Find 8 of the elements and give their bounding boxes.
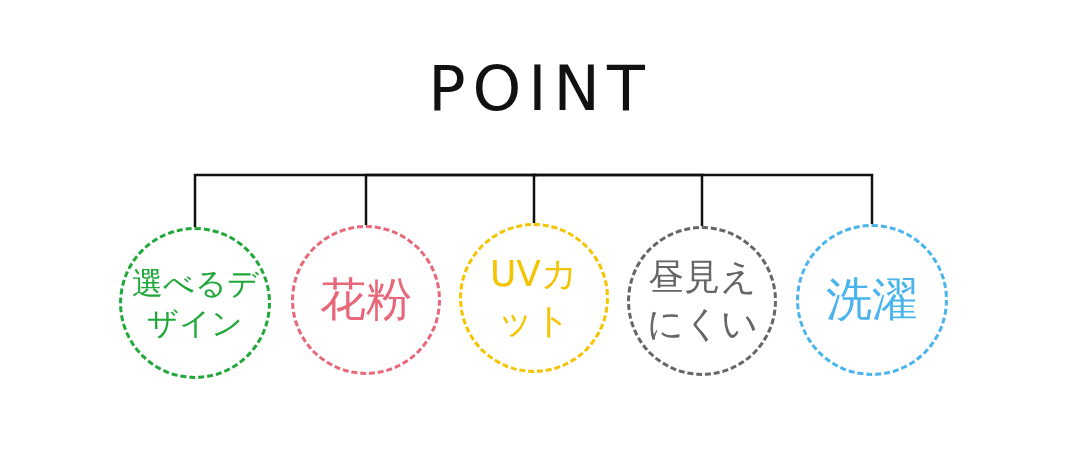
connector-line [532,173,537,223]
circle-label: 選べるデザイン [131,263,259,343]
circle-label: 昼見えにくい [645,255,759,346]
title: POINT [428,58,652,120]
connector-line [537,173,874,224]
circle-label: UVカット [489,252,579,343]
circle-label: 洗濯 [825,271,919,329]
circle-label: 花粉 [319,271,413,329]
